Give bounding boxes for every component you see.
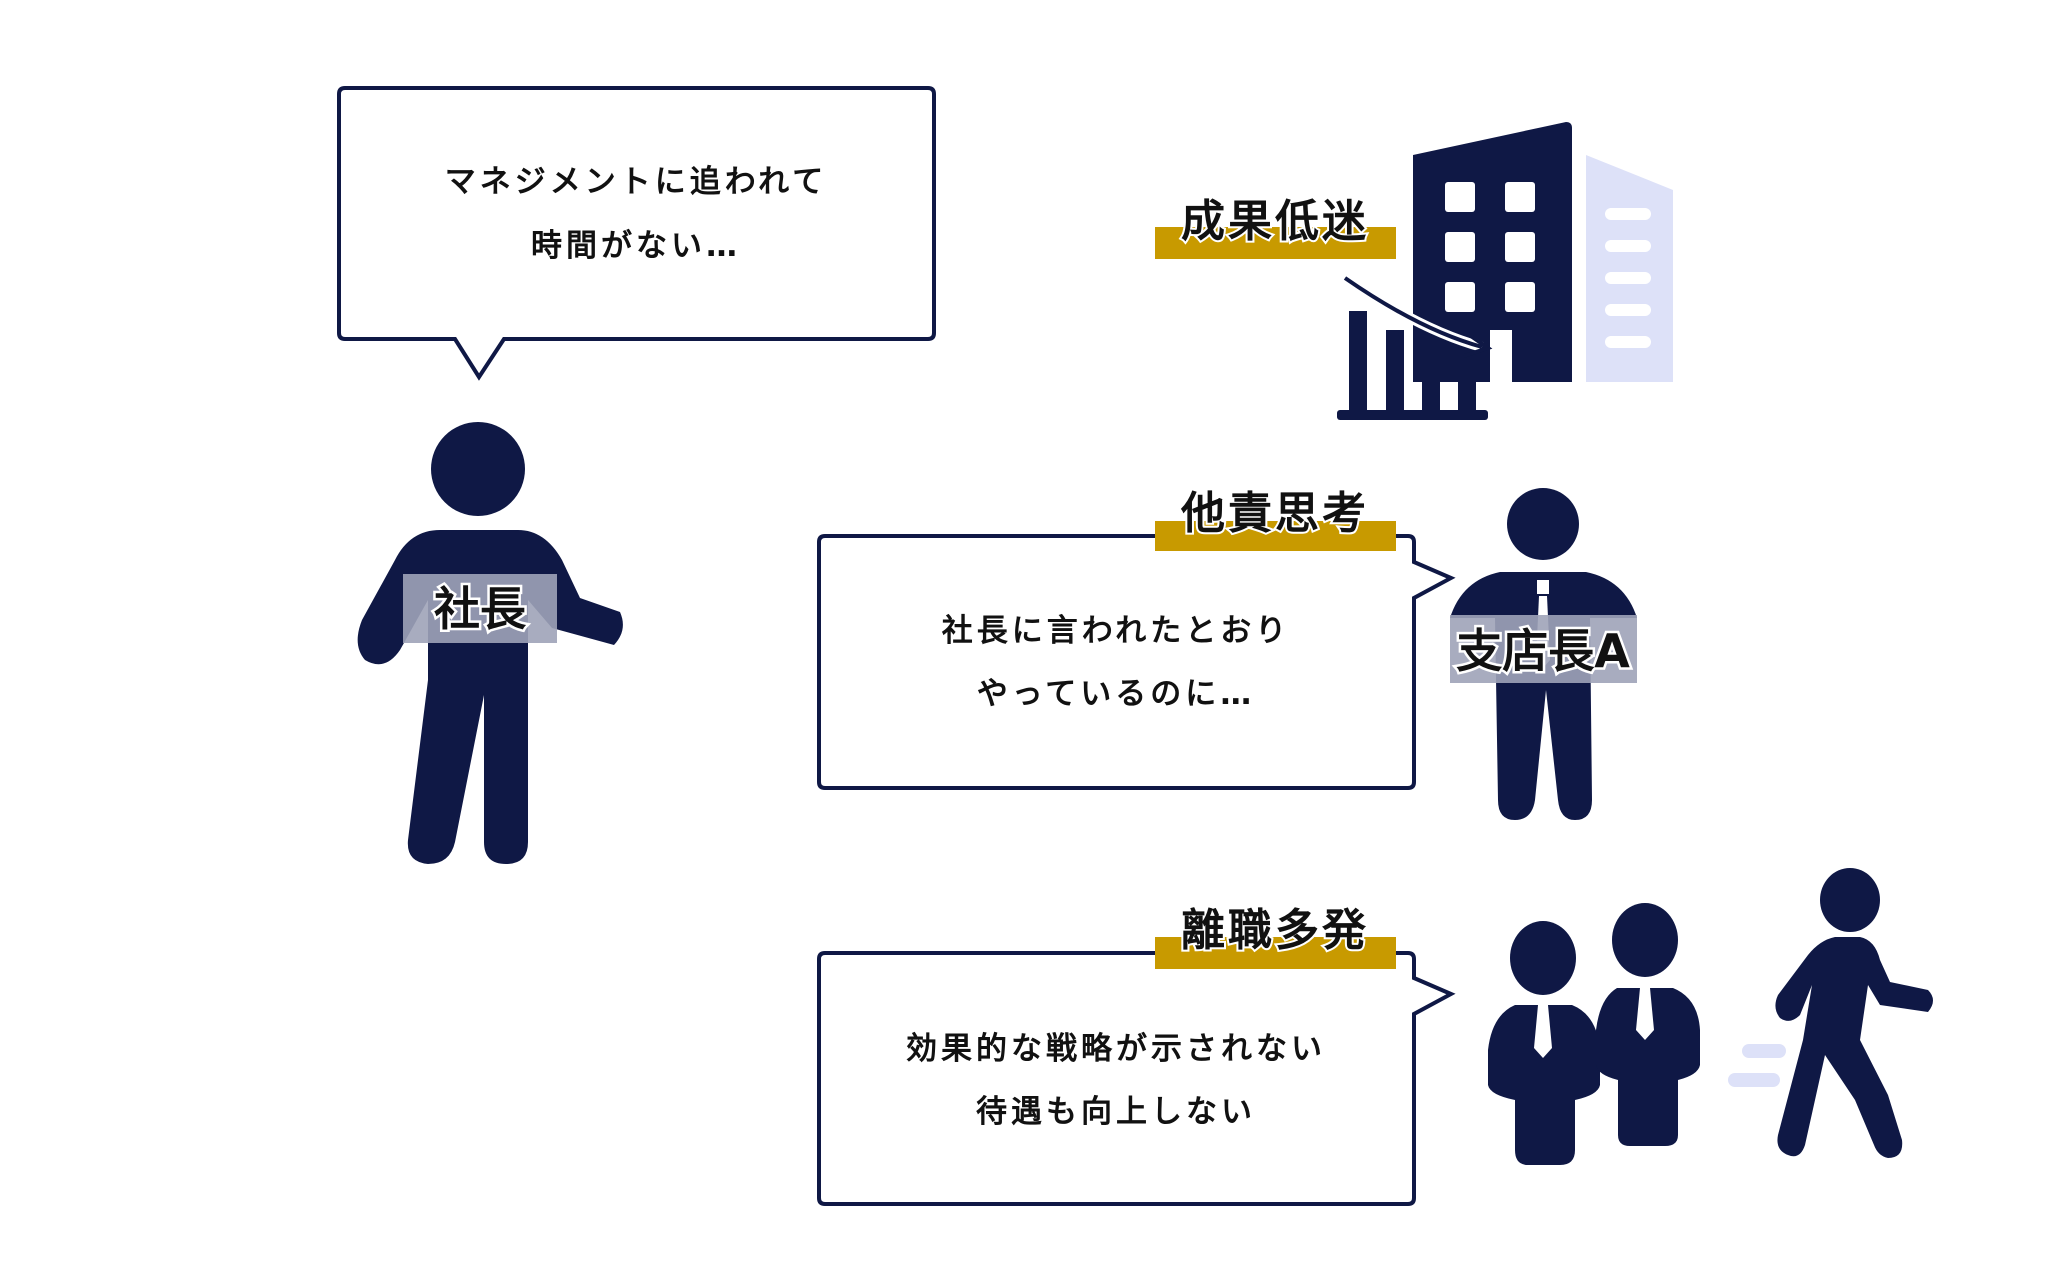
svg-text:支店長A: 支店長A (1456, 624, 1630, 678)
branch-manager-speech-bubble: 社長に言われたとおり やっているのに… (817, 534, 1456, 790)
building-icon (1413, 122, 1673, 382)
issue-tag-performance: 成果低迷 (1155, 194, 1396, 259)
president-speech-line2: 時間がない… (531, 228, 741, 264)
branch-manager-speech-line1: 社長に言われたとおり (942, 613, 1290, 649)
branch-manager-label: 支店長A (1450, 615, 1637, 683)
president-label: 社長 (403, 574, 557, 643)
declining-bar-chart-icon (1337, 273, 1493, 420)
svg-text:他責思考: 他責思考 (1180, 488, 1369, 539)
employees-leaving-icon (1488, 868, 1933, 1165)
president-speech-line1: マネジメントに追われて (445, 164, 828, 200)
svg-text:社長: 社長 (434, 582, 527, 636)
employee-speech-line2: 待遇も向上しない (976, 1094, 1256, 1130)
branch-manager-speech-line2: やっているのに… (977, 676, 1255, 712)
employee-speech-line1: 効果的な戦略が示されない (906, 1031, 1326, 1067)
issue-tag-turnover: 離職多発 (1155, 903, 1396, 969)
president-speech-bubble: マネジメントに追われて 時間がない… (337, 86, 936, 381)
employee-speech-bubble: 効果的な戦略が示されない 待遇も向上しない (817, 951, 1456, 1206)
svg-text:離職多発: 離職多発 (1181, 905, 1369, 956)
issue-tag-blame: 他責思考 (1155, 486, 1396, 551)
svg-text:成果低迷: 成果低迷 (1181, 196, 1369, 247)
